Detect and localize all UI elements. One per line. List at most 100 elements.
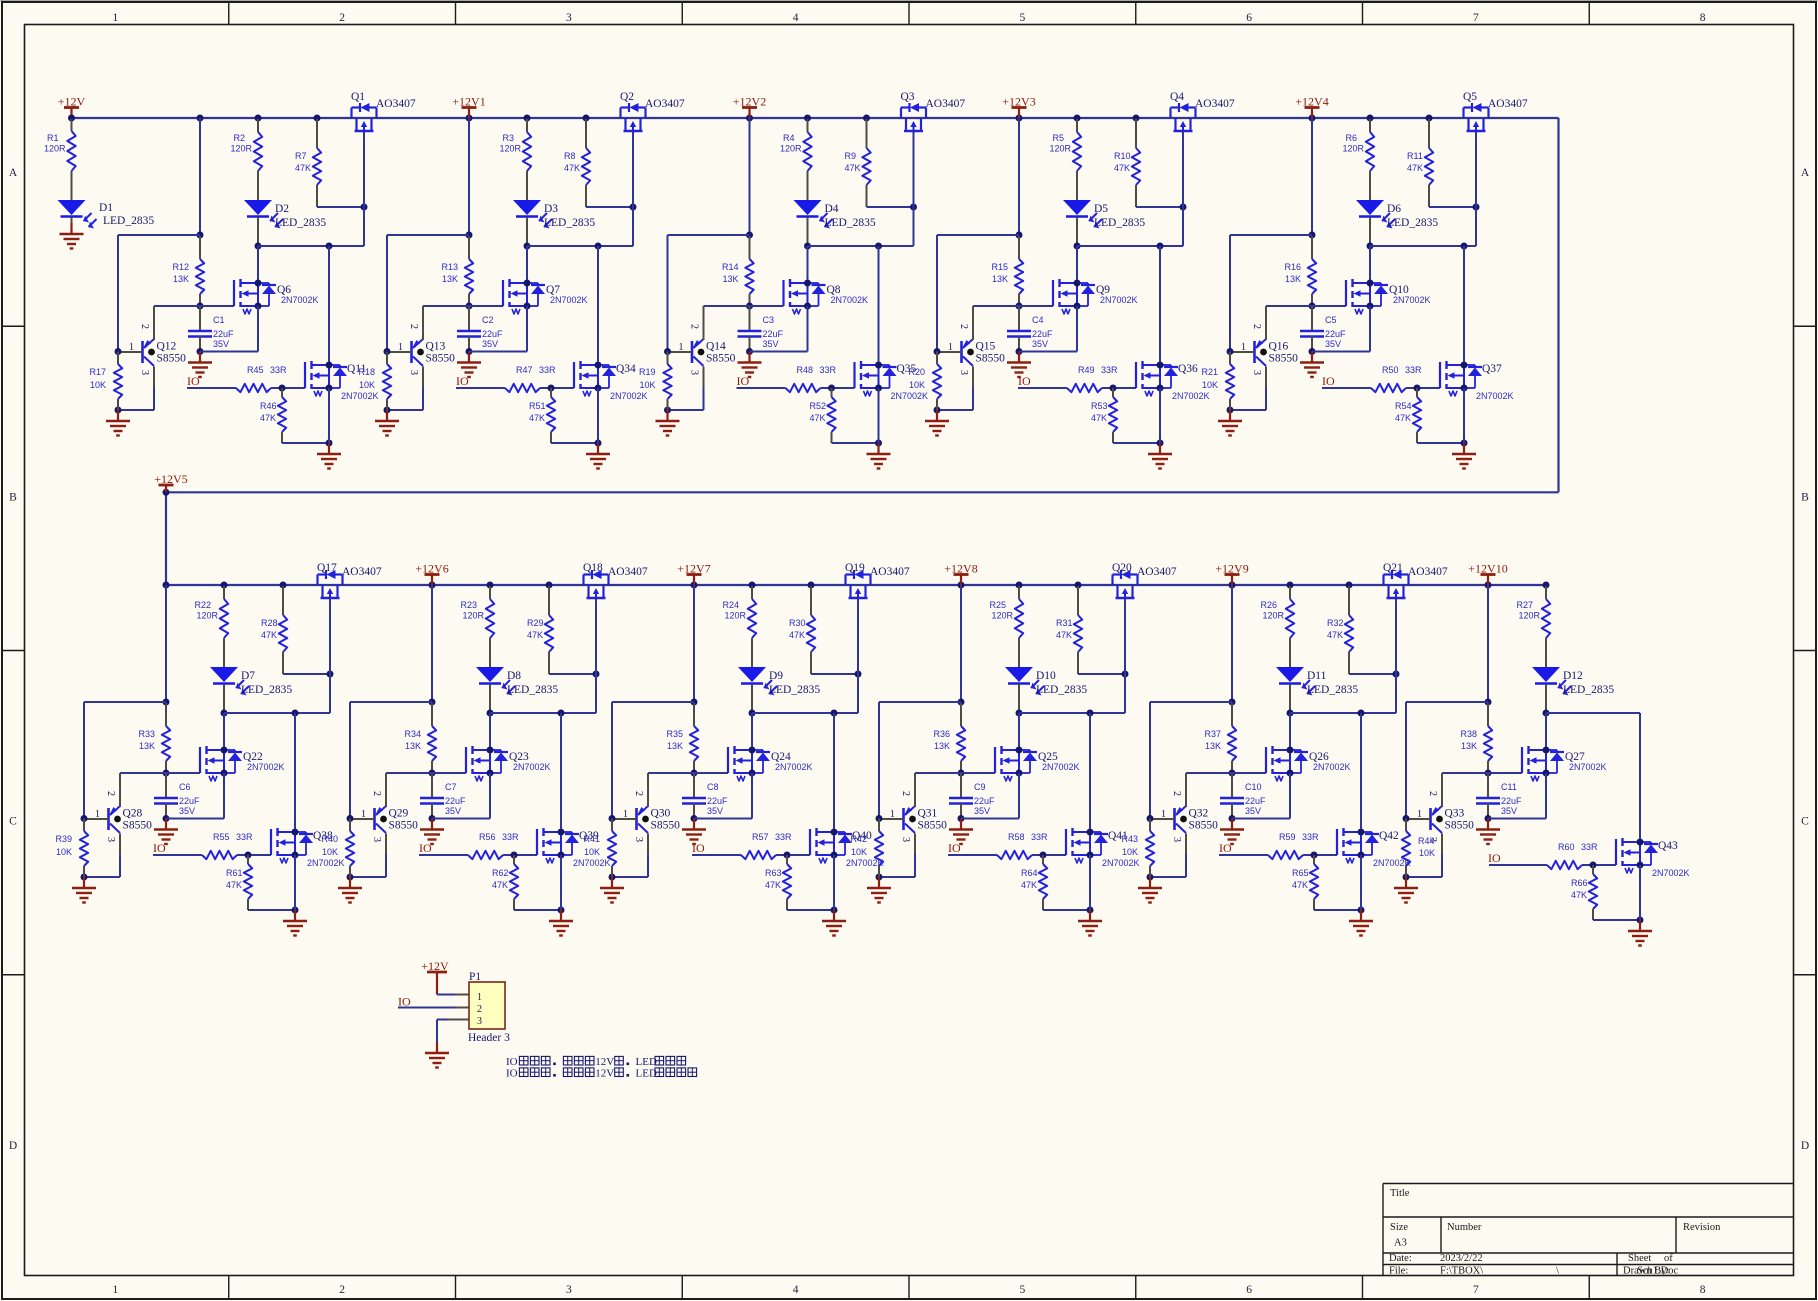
- svg-text:Q18: Q18: [583, 562, 603, 574]
- svg-text:33R: 33R: [1031, 832, 1048, 842]
- svg-text:120R: 120R: [196, 611, 218, 621]
- svg-text:120R: 120R: [44, 144, 66, 154]
- svg-text:+12V10: +12V10: [1468, 562, 1507, 576]
- svg-text:2N7002K: 2N7002K: [891, 391, 929, 401]
- svg-text:22uF: 22uF: [179, 796, 200, 806]
- svg-text:3: 3: [139, 370, 150, 375]
- svg-text:22uF: 22uF: [445, 796, 466, 806]
- svg-text:AO3407: AO3407: [1195, 98, 1235, 110]
- svg-text:13K: 13K: [139, 741, 155, 751]
- svg-text:35V: 35V: [179, 806, 195, 816]
- svg-text:Sch1.Doc: Sch1.Doc: [1637, 1266, 1678, 1277]
- svg-text:Q32: Q32: [1189, 808, 1209, 820]
- svg-text:D9: D9: [769, 670, 783, 682]
- svg-text:3: 3: [477, 1016, 482, 1027]
- svg-text:R48: R48: [797, 365, 814, 375]
- svg-text:3: 3: [1427, 837, 1438, 842]
- svg-text:13K: 13K: [722, 274, 738, 284]
- svg-text:120R: 120R: [724, 611, 746, 621]
- svg-text:10K: 10K: [1122, 847, 1138, 857]
- svg-text:47K: 47K: [1021, 880, 1037, 890]
- svg-text:Number: Number: [1447, 1222, 1482, 1233]
- svg-text:35V: 35V: [445, 806, 461, 816]
- svg-text:10K: 10K: [359, 380, 375, 390]
- svg-text:R59: R59: [1279, 832, 1296, 842]
- svg-text:Q19: Q19: [845, 562, 865, 574]
- svg-text:Q17: Q17: [317, 562, 337, 574]
- svg-text:AO3407: AO3407: [376, 98, 416, 110]
- svg-text:Q7: Q7: [546, 284, 560, 296]
- svg-text:C: C: [1801, 816, 1809, 828]
- svg-text:Q20: Q20: [1112, 562, 1132, 574]
- svg-text:LED_2835: LED_2835: [507, 684, 558, 696]
- svg-text:47K: 47K: [1327, 630, 1343, 640]
- svg-text:120R: 120R: [991, 611, 1013, 621]
- svg-text:10K: 10K: [322, 847, 338, 857]
- svg-text:Q5: Q5: [1463, 91, 1477, 103]
- svg-text:D10: D10: [1036, 670, 1056, 682]
- svg-text:35V: 35V: [482, 339, 498, 349]
- svg-text:D7: D7: [241, 670, 255, 682]
- svg-text:LED: LED: [636, 1056, 657, 1068]
- svg-text:IO: IO: [419, 841, 432, 855]
- svg-text:47K: 47K: [1407, 163, 1423, 173]
- svg-text:4: 4: [793, 12, 799, 24]
- svg-text:13K: 13K: [1285, 274, 1301, 284]
- svg-text:R42: R42: [850, 834, 867, 844]
- svg-text:120R: 120R: [1049, 144, 1071, 154]
- svg-text:1: 1: [95, 809, 100, 820]
- svg-text:A: A: [1801, 167, 1810, 179]
- svg-text:10K: 10K: [639, 380, 655, 390]
- svg-text:47K: 47K: [260, 413, 276, 423]
- svg-text:Q37: Q37: [1482, 363, 1502, 375]
- svg-text:3: 3: [1171, 837, 1182, 842]
- svg-text:R46: R46: [260, 401, 277, 411]
- svg-text:\: \: [1556, 1266, 1559, 1277]
- svg-text:R12: R12: [172, 262, 189, 272]
- svg-text:R39: R39: [55, 834, 72, 844]
- svg-text:S8550: S8550: [918, 820, 948, 832]
- svg-text:AO3407: AO3407: [645, 98, 685, 110]
- svg-text:47K: 47K: [295, 163, 311, 173]
- svg-text:R30: R30: [789, 618, 806, 628]
- svg-text:AO3407: AO3407: [342, 566, 382, 578]
- svg-text:R16: R16: [1284, 262, 1301, 272]
- svg-text:47K: 47K: [1091, 413, 1107, 423]
- svg-text:P1: P1: [469, 971, 481, 983]
- svg-text:Q6: Q6: [277, 284, 291, 296]
- svg-text:R57: R57: [752, 832, 769, 842]
- svg-text:+12V: +12V: [421, 959, 449, 973]
- svg-text:R15: R15: [991, 262, 1008, 272]
- svg-text:F:\TBOX\: F:\TBOX\: [1440, 1266, 1483, 1277]
- svg-text:6: 6: [1246, 12, 1252, 24]
- svg-text:22uF: 22uF: [1325, 329, 1346, 339]
- svg-text:R11: R11: [1407, 151, 1423, 161]
- svg-text:+12V8: +12V8: [944, 562, 977, 576]
- svg-text:Q33: Q33: [1445, 808, 1465, 820]
- svg-text:S8550: S8550: [651, 820, 681, 832]
- svg-text:D2: D2: [275, 203, 289, 215]
- svg-text:Q42: Q42: [1379, 830, 1399, 842]
- svg-text:10K: 10K: [584, 847, 600, 857]
- svg-text:IO: IO: [948, 841, 961, 855]
- svg-text:Q1: Q1: [351, 91, 365, 103]
- svg-text:Q3: Q3: [901, 91, 915, 103]
- svg-text:3: 3: [566, 1284, 572, 1296]
- svg-text:2: 2: [900, 791, 911, 796]
- svg-text:3: 3: [689, 370, 700, 375]
- svg-text:13K: 13K: [1461, 741, 1477, 751]
- svg-text:3: 3: [900, 837, 911, 842]
- svg-text:R24: R24: [722, 600, 739, 610]
- svg-text:LED_2835: LED_2835: [103, 215, 154, 227]
- svg-text:13K: 13K: [442, 274, 458, 284]
- svg-text:S8550: S8550: [426, 353, 456, 365]
- svg-text:R43: R43: [1121, 834, 1138, 844]
- svg-text:Revision: Revision: [1683, 1222, 1721, 1233]
- svg-text:5: 5: [1020, 12, 1026, 24]
- svg-text:+12V7: +12V7: [677, 562, 710, 576]
- svg-text:33R: 33R: [775, 832, 792, 842]
- svg-text:R55: R55: [213, 832, 230, 842]
- svg-text:R61: R61: [226, 868, 243, 878]
- svg-text:Q13: Q13: [426, 341, 446, 353]
- svg-text:LED_2835: LED_2835: [1307, 684, 1358, 696]
